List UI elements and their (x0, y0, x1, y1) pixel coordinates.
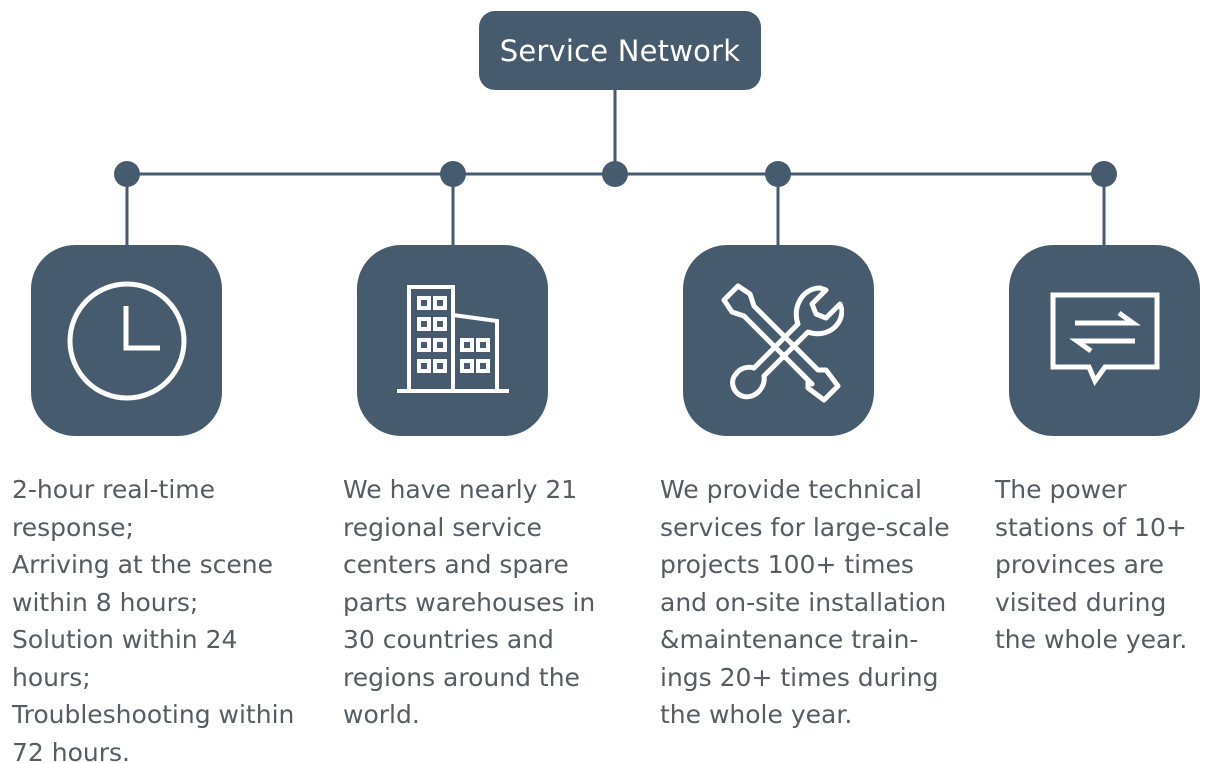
message-exchange-icon (1045, 281, 1165, 401)
description-technical-services: We provide technical services for large-… (660, 475, 950, 729)
building-icon (393, 281, 513, 401)
tile-service-centers (357, 245, 548, 436)
description-service-centers: We have nearly 21 regional service cente… (343, 475, 596, 729)
service-network-title: Service Network (479, 11, 761, 90)
clock-icon (62, 276, 192, 406)
tile-power-stations (1009, 245, 1200, 436)
junction-dot-center (602, 161, 628, 187)
tile-technical-services (683, 245, 874, 436)
tile-response-time (31, 245, 222, 436)
tools-icon (714, 276, 844, 406)
junction-dot-2 (440, 161, 466, 187)
junction-dot-4 (1091, 161, 1117, 187)
junction-dot-3 (765, 161, 791, 187)
description-power-stations: The power stations of 10+ provinces are … (995, 475, 1188, 654)
junction-dot-1 (114, 161, 140, 187)
description-response-time: 2-hour real-time response; Arriving at t… (12, 475, 295, 763)
